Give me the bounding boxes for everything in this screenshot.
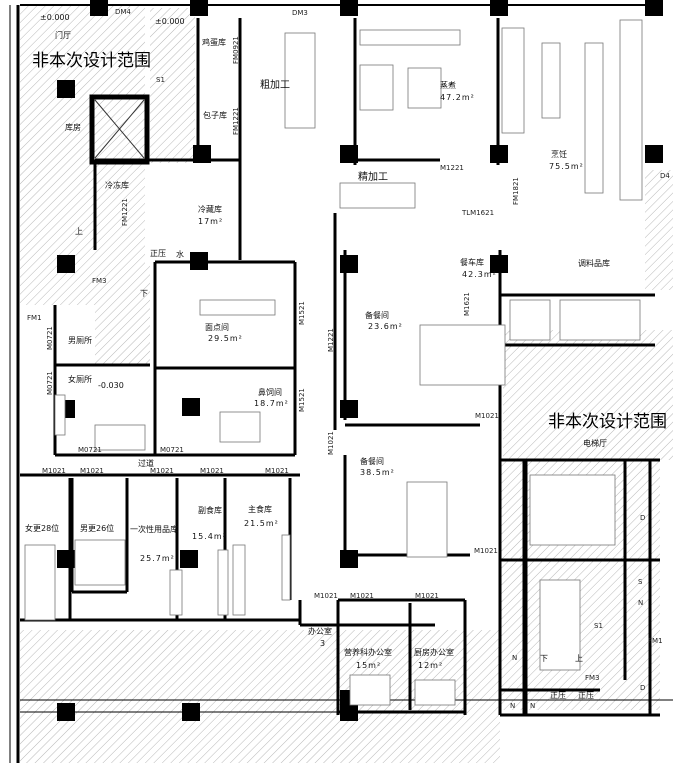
room-womens-toilet: 女厕所: [68, 374, 92, 384]
door-tag: M0721: [78, 446, 102, 454]
room-pastry: 面点间: [205, 323, 229, 332]
area-staple-store: 21.5m²: [244, 519, 279, 528]
door-tag: FM3: [92, 277, 107, 285]
room-staple-store: 主食库: [248, 504, 272, 514]
room-corridor: 过道: [138, 458, 154, 468]
door-tag: M1021: [327, 431, 335, 455]
door-tag: FM3: [585, 674, 600, 682]
door-tag: M1621: [463, 292, 471, 316]
door-tag: M1221: [327, 328, 335, 352]
door-tag: N: [510, 702, 515, 710]
door-tag: FM1: [27, 314, 42, 322]
room-pressurized: 正压: [150, 249, 166, 258]
door-tag: M1521: [298, 301, 306, 325]
room-freezer: 冷冻库: [105, 180, 129, 190]
room-mens-toilet: 男厕所: [68, 335, 92, 345]
area-pantry-1: 23.6m²: [368, 322, 403, 331]
room-nutrition-office: 营养科办公室: [344, 647, 392, 657]
door-tag: M0721: [160, 446, 184, 454]
room-cold-store: 冷藏库: [198, 204, 222, 214]
door-tag: M1021: [474, 547, 498, 555]
door-tag: M1221: [440, 164, 464, 172]
door-tag: N: [530, 702, 535, 710]
room-storage: 库房: [65, 122, 81, 132]
area-pastry: 29.5m²: [208, 334, 243, 343]
door-tag: FM1221: [121, 198, 129, 226]
stair-up: 上: [75, 227, 83, 236]
room-bun-store: 包子库: [203, 110, 227, 120]
door-tags: DM4 DM3 S1 FM0921 FM1221 FM1221 M1221 FM…: [27, 8, 670, 710]
door-tag: TLM1621: [461, 209, 494, 217]
area-cooking: 75.5m²: [549, 162, 584, 171]
door-tag: M1021: [350, 592, 374, 600]
area-disposables-store: 25.7m²: [140, 554, 175, 563]
door-tag: M1021: [265, 467, 289, 475]
door-tag: S1: [594, 622, 603, 630]
room-office: 办公室: [308, 626, 332, 636]
door-tag: M0721: [46, 371, 54, 395]
room-seasoning-store: 调料品库: [578, 258, 610, 268]
door-tag: FM1: [648, 637, 663, 645]
door-tag: N: [638, 599, 643, 607]
room-pressurized: 正压: [578, 691, 594, 700]
room-steaming: 蒸煮: [440, 80, 456, 90]
stair-down: 下: [140, 289, 148, 298]
area-tube-feeding: 18.7m²: [254, 399, 289, 408]
level-mark: -0.030: [98, 381, 124, 390]
room-egg-store: 鸡蛋库: [202, 37, 226, 47]
out-of-scope-label: 非本次设计范围: [32, 51, 151, 71]
door-tag: FM1221: [232, 107, 240, 135]
room-non-staple-store: 副食库: [198, 505, 222, 515]
area-cold-store: 17m²: [198, 217, 223, 226]
door-tag: M1021: [80, 467, 104, 475]
area-office: 3: [320, 639, 326, 648]
door-tag: N: [512, 654, 517, 662]
equipment: [24, 19, 643, 706]
room-kitchen-office: 厨房办公室: [414, 647, 454, 657]
door-tag: D: [640, 684, 645, 692]
area-kitchen-office: 12m²: [418, 661, 443, 670]
door-tag: M1021: [475, 412, 499, 420]
area-steaming: 47.2m²: [440, 93, 475, 102]
door-tag: D4: [660, 172, 670, 180]
door-tag: DM4: [115, 8, 131, 16]
door-tag: M1021: [42, 467, 66, 475]
area-nutrition-office: 15m²: [356, 661, 381, 670]
stair-up: 上: [575, 654, 583, 663]
room-cart-store: 餐车库: [460, 257, 484, 267]
room-cooking: 烹饪: [551, 149, 567, 159]
door-tag: D: [640, 514, 645, 522]
area-cart-store: 42.3m²: [462, 270, 497, 279]
room-disposables-store: 一次性用品库: [130, 524, 178, 534]
room-elevator-hall: 电梯厅: [583, 438, 607, 448]
labels: 非本次设计范围 非本次设计范围 ±0.000 ±0.000 -0.030 门厅 …: [25, 13, 667, 700]
door-tag: M1021: [200, 467, 224, 475]
room-fine-processing: 精加工: [358, 170, 388, 183]
level-mark: ±0.000: [40, 13, 70, 22]
door-tag: S1: [156, 76, 165, 84]
door-tag: DM3: [292, 9, 308, 17]
stair-down: 下: [540, 654, 548, 663]
room-lobby: 门厅: [55, 30, 71, 40]
area-pantry-2: 38.5m²: [360, 468, 395, 477]
door-tag: M1521: [298, 388, 306, 412]
room-pantry-2: 备餐间: [360, 456, 384, 466]
room-tube-feeding: 鼻饲间: [258, 387, 282, 397]
room-rough-processing: 粗加工: [260, 79, 290, 91]
area-non-staple-store: 15.4m²: [192, 532, 227, 541]
door-tag: M0721: [46, 326, 54, 350]
room-pressurized: 正压: [550, 691, 566, 700]
out-of-scope-label: 非本次设计范围: [548, 412, 667, 432]
room-womens-locker: 女更28位: [25, 523, 59, 533]
door-tag: M1021: [150, 467, 174, 475]
level-mark: ±0.000: [155, 17, 185, 26]
door-tag: FM0921: [232, 36, 240, 64]
room-water: 水: [176, 249, 184, 259]
door-tag: M1021: [415, 592, 439, 600]
door-tag: FM1821: [512, 177, 520, 205]
room-mens-locker: 男更26位: [80, 523, 114, 533]
door-tag: S: [638, 578, 643, 586]
door-tag: M1021: [314, 592, 338, 600]
room-pantry-1: 备餐间: [365, 310, 389, 320]
